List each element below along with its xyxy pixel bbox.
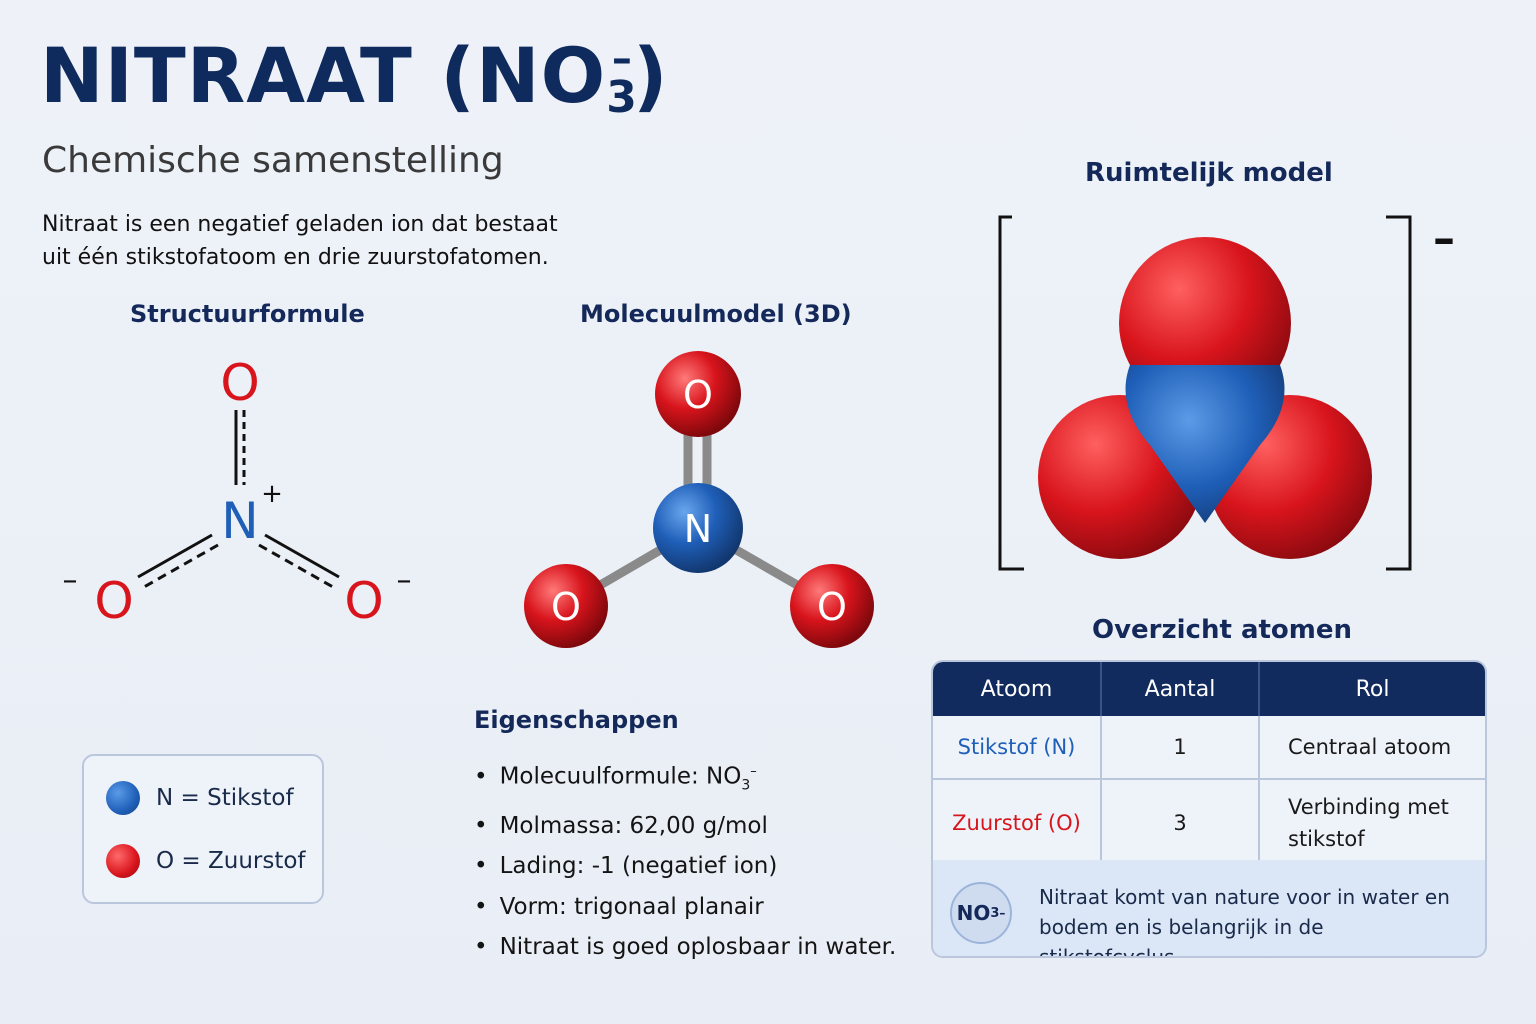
cell-role: Verbinding met stikstof: [1259, 779, 1485, 868]
cell-role: Centraal atoom: [1259, 716, 1485, 780]
space-model-heading: Ruimtelijk model: [1085, 158, 1333, 188]
bracket-right: [1386, 215, 1412, 571]
overview-heading: Overzicht atomen: [1092, 615, 1353, 645]
oxygen-dot-icon: [106, 844, 140, 878]
legend-label-nitrogen: N = Stikstof: [156, 785, 294, 811]
column-header-atom: Atoom: [933, 662, 1102, 716]
label-n-center: N: [684, 507, 712, 551]
ball-o-right: [790, 564, 874, 648]
legend-item-oxygen: O = Zuurstof: [106, 843, 306, 879]
intro-text: Nitraat is een negatief geladen ion dat …: [42, 208, 602, 274]
space-filling-model: –: [998, 213, 1455, 571]
column-header-role: Rol: [1259, 662, 1485, 716]
table-row: Stikstof (N) 1 Centraal atoom: [933, 716, 1485, 780]
table-header-row: Atoom Aantal Rol: [933, 662, 1485, 716]
cell-atom: Zuurstof (O): [933, 779, 1102, 868]
list-item: Nitraat is goed oplosbaar in water.: [474, 927, 897, 968]
label-o-left: O: [551, 585, 581, 629]
ball-n-center: [653, 483, 743, 573]
page-title: NITRAAT (NO3–): [40, 31, 669, 123]
atom-overview-table: Atoom Aantal Rol Stikstof (N) 1 Centraal…: [931, 660, 1487, 958]
cell-atom: Stikstof (N): [933, 716, 1102, 780]
legend-label-oxygen: O = Zuurstof: [156, 848, 306, 874]
bond-right-solid: [264, 533, 340, 579]
legend-box: N = Stikstof O = Zuurstof: [82, 754, 324, 904]
intro-line-1: Nitraat is een negatief geladen ion dat …: [42, 212, 558, 237]
nitrogen-dot-icon: [106, 781, 140, 815]
label-o-top: O: [683, 373, 713, 417]
cell-count: 1: [1101, 716, 1260, 780]
ion-charge: –: [1433, 213, 1455, 264]
list-item: Vorm: trigonaal planair: [474, 887, 896, 928]
ball-o-left: [524, 564, 608, 648]
list-item: Molmassa: 62,00 g/mol: [474, 806, 896, 847]
structural-formula-diagram: O N + O – O –: [63, 354, 412, 630]
note-text: Nitraat komt van nature voor in water en…: [1039, 885, 1450, 958]
legend-item-nitrogen: N = Stikstof: [106, 780, 294, 816]
label-o-right: O: [817, 585, 847, 629]
table-row: Zuurstof (O) 3 Verbinding met stikstof: [933, 779, 1485, 868]
minus-charge-left: –: [63, 563, 78, 598]
intro-line-2: uit één stikstofatoom en drie zuurstofat…: [42, 245, 549, 270]
properties-list: Molecuulformule: NO3– Molmassa: 62,00 g/…: [474, 752, 897, 968]
atom-n-center: N: [221, 492, 258, 550]
atom-o-right: O: [344, 572, 383, 630]
atom-o-left: O: [94, 572, 133, 630]
bond-left-solid: [137, 533, 213, 579]
bonds: [137, 410, 340, 589]
molecule3d-heading: Molecuulmodel (3D): [580, 300, 852, 328]
page-subtitle: Chemische samenstelling: [42, 140, 504, 181]
properties-heading: Eigenschappen: [474, 706, 679, 734]
minus-charge-right: –: [397, 563, 412, 598]
cell-count: 3: [1101, 779, 1260, 868]
column-header-count: Aantal: [1101, 662, 1260, 716]
structure-heading: Structuurformule: [130, 300, 365, 328]
list-item: Lading: -1 (negatief ion): [474, 846, 896, 887]
plus-charge: +: [261, 479, 283, 509]
atom-o-top: O: [220, 354, 259, 412]
list-item: Molecuulformule: NO3–: [474, 752, 896, 806]
bracket-left: [998, 215, 1024, 571]
ball-o-top: [655, 351, 741, 437]
sphere-n-center: [1125, 365, 1285, 523]
molecule-3d-diagram: O N O O: [524, 351, 874, 648]
atom-table: Atoom Aantal Rol Stikstof (N) 1 Centraal…: [933, 662, 1485, 868]
